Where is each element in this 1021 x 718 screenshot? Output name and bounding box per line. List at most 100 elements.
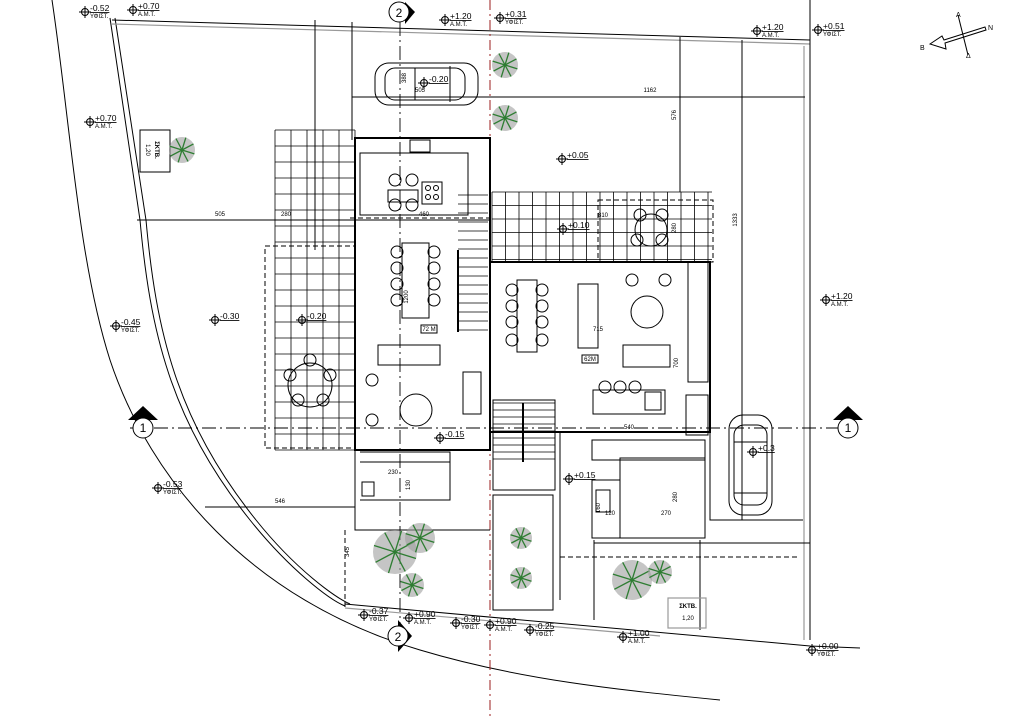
elevation-reference: Α.Μ.Τ. xyxy=(450,22,467,28)
chair-20 xyxy=(658,273,672,287)
outdoor-table-left xyxy=(287,362,333,408)
coffee-table xyxy=(630,295,664,329)
tree-icon xyxy=(510,567,532,589)
chair-26 xyxy=(405,198,419,212)
building-walls xyxy=(139,20,810,630)
dimension-label: 460 xyxy=(419,212,430,218)
elevation-value: +0.00 xyxy=(817,641,839,651)
chair-34 xyxy=(630,233,644,247)
elevation-value: +1.20 xyxy=(831,291,853,301)
dining-table-right xyxy=(516,279,538,353)
dimension-label: 388 xyxy=(402,72,408,83)
axis-label-1-right: 1 xyxy=(845,421,852,435)
chair-8 xyxy=(505,283,519,297)
elevation-value: +0.70 xyxy=(138,1,160,11)
meter-box-size-left: 1,20 xyxy=(144,144,150,156)
elevation-value: +1.00 xyxy=(628,628,650,638)
elevation-reference: ΥΦΙΣΤ. xyxy=(369,617,388,623)
dimension-label: 505 xyxy=(215,212,226,218)
cooktop xyxy=(421,181,443,205)
elevation-marker: +0.70Α.Μ.Τ. xyxy=(127,1,160,18)
chair-28 xyxy=(283,368,297,382)
pergola-outline-left xyxy=(264,245,356,449)
sofa-left xyxy=(377,344,441,366)
chair-31 xyxy=(316,393,330,407)
staircase xyxy=(457,194,555,462)
axis-marker-1-right xyxy=(833,406,863,439)
dimension-label: 700 xyxy=(674,357,680,368)
chair-22 xyxy=(365,413,379,427)
round-table xyxy=(399,393,433,427)
north-arrow-letter-n: N xyxy=(988,25,993,32)
elevation-reference: Α.Μ.Τ. xyxy=(138,12,155,18)
elevation-marker: +0.15 xyxy=(563,470,596,485)
elevation-marker: +0.3 xyxy=(747,443,775,458)
chair-25 xyxy=(388,198,402,212)
furniture xyxy=(287,139,671,513)
elevation-value: -0.30 xyxy=(461,614,481,624)
elevation-value: -0.20 xyxy=(307,311,327,321)
elevation-marker: +0.70Α.Μ.Τ. xyxy=(84,113,117,130)
elevation-marker: +1.20Α.Μ.Τ. xyxy=(751,22,784,39)
chair-32 xyxy=(633,208,647,222)
chair-35 xyxy=(655,233,669,247)
dimension-label: 230 xyxy=(388,470,399,476)
dimension-label: 160 xyxy=(596,502,602,513)
elevation-marker: -0.15 xyxy=(434,429,465,444)
elevation-value: -0.52 xyxy=(90,3,110,13)
elevation-reference: ΥΦΙΣΤ. xyxy=(505,20,524,26)
dimension-label: 280 xyxy=(672,222,678,233)
north-arrow-letter-b: B xyxy=(920,45,925,52)
dimension-label: 1200 xyxy=(404,290,410,304)
dimension-label: 270 xyxy=(661,511,672,517)
dimension-label: 540 xyxy=(624,425,635,431)
elevation-marker: +0.90Α.Μ.Τ. xyxy=(403,609,436,626)
elevation-value: +0.70 xyxy=(95,113,117,123)
sofa-right xyxy=(577,283,599,349)
elevation-reference: ΥΦΙΣΤ. xyxy=(461,625,480,631)
car-right xyxy=(728,414,773,516)
elevation-value: +0.31 xyxy=(505,9,527,19)
elevation-marker: +1.20Α.Μ.Τ. xyxy=(820,291,853,308)
chair-0 xyxy=(390,245,404,259)
chairs xyxy=(283,173,672,427)
tree-icon xyxy=(405,523,435,553)
chair-33 xyxy=(655,208,669,222)
tree-icon xyxy=(400,573,424,597)
dimension-label: 576 xyxy=(672,109,678,120)
elevation-reference: Α.Μ.Τ. xyxy=(762,33,779,39)
elevation-value: -0.53 xyxy=(163,479,183,489)
elevation-value: +0.90 xyxy=(495,616,517,626)
chair-23 xyxy=(388,173,402,187)
elevation-value: +0.90 xyxy=(414,609,436,619)
meter-box-size: 1,20 xyxy=(682,616,694,622)
tree-icon xyxy=(492,52,518,78)
elevation-value: -0.20 xyxy=(429,74,449,84)
chair-9 xyxy=(505,299,519,313)
pergola-outline-right xyxy=(597,199,714,263)
counter xyxy=(387,189,419,203)
elevation-reference: Α.Μ.Τ. xyxy=(831,302,848,308)
elevation-reference: ΥΦΙΣΤ. xyxy=(535,632,554,638)
elevation-marker: -0.20 xyxy=(418,74,449,89)
dimension-label: 505 xyxy=(415,88,426,94)
dimension-label: 345 xyxy=(345,546,351,557)
tree-icon xyxy=(169,137,195,163)
tree-icon xyxy=(648,560,672,584)
tree-icon xyxy=(510,527,532,549)
chair-13 xyxy=(535,299,549,313)
dining-table-left xyxy=(401,242,430,319)
axis-label-1-left: 1 xyxy=(140,421,147,435)
elevation-reference: Α.Μ.Τ. xyxy=(95,124,112,130)
elevation-reference: ΥΦΙΣΤ. xyxy=(121,328,140,334)
dimension-label: 280 xyxy=(673,491,679,502)
chair-30 xyxy=(291,393,305,407)
